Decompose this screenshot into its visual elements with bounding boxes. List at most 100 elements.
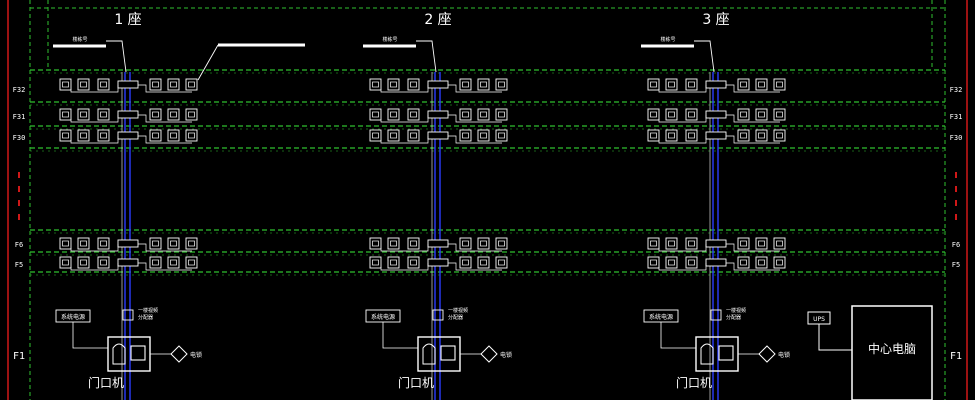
floor-wire-left — [70, 85, 119, 93]
indoor-unit-icon — [407, 256, 420, 269]
indoor-unit-screen — [100, 81, 107, 88]
floor-wire-right — [726, 84, 780, 93]
indoor-unit-icon — [167, 237, 180, 250]
indoor-unit-frame — [369, 256, 382, 269]
indoor-unit-icon — [387, 78, 400, 91]
power-wire — [382, 322, 418, 349]
indoor-unit-frame — [737, 237, 750, 250]
indoor-unit-frame — [185, 256, 198, 269]
floor-label-f5: F5 — [15, 261, 23, 269]
indoor-unit-screen — [740, 240, 747, 247]
floor-wire-left — [380, 85, 429, 93]
floor-wire-right — [726, 114, 780, 123]
indoor-unit-screen — [758, 259, 765, 266]
floor-row — [369, 256, 508, 271]
floor-wire-right — [138, 135, 192, 144]
lock-label: 电锁 — [778, 351, 790, 359]
indoor-unit-frame — [369, 108, 382, 121]
indoor-unit-icon — [737, 237, 750, 250]
indoor-unit-screen — [776, 240, 783, 247]
indoor-unit-icon — [59, 256, 72, 269]
indoor-unit-frame — [149, 78, 162, 91]
indoor-unit-icon — [755, 256, 768, 269]
indoor-unit-screen — [758, 240, 765, 247]
indoor-unit-icon — [685, 129, 698, 142]
floor-lines — [30, 69, 945, 276]
indoor-unit-frame — [477, 237, 490, 250]
floor-row — [369, 78, 508, 93]
indoor-unit-screen — [80, 81, 87, 88]
floor-wire-left — [70, 263, 119, 271]
indoor-unit-frame — [495, 237, 508, 250]
indoor-unit-icon — [647, 256, 660, 269]
indoor-unit-frame — [773, 108, 786, 121]
indoor-unit-icon — [369, 108, 382, 121]
indoor-unit-screen — [372, 259, 379, 266]
indoor-unit-screen — [462, 132, 469, 139]
indoor-unit-frame — [755, 129, 768, 142]
indoor-unit-frame — [167, 237, 180, 250]
indoor-unit-screen — [740, 132, 747, 139]
indoor-unit-icon — [459, 256, 472, 269]
indoor-unit-frame — [459, 237, 472, 250]
indoor-unit-frame — [477, 129, 490, 142]
indoor-unit-screen — [498, 240, 505, 247]
indoor-unit-icon — [407, 129, 420, 142]
indoor-unit-frame — [387, 256, 400, 269]
indoor-unit-screen — [776, 132, 783, 139]
tower-title: 2 座 — [424, 12, 451, 28]
indoor-unit-screen — [650, 259, 657, 266]
indoor-unit-frame — [459, 129, 472, 142]
indoor-unit-icon — [495, 129, 508, 142]
floor-row — [369, 108, 508, 123]
indoor-unit-screen — [688, 259, 695, 266]
indoor-unit-icon — [685, 256, 698, 269]
indoor-unit-screen — [688, 81, 695, 88]
floor-wire-left — [658, 85, 707, 93]
indoor-unit-frame — [665, 129, 678, 142]
indoor-unit-frame — [665, 237, 678, 250]
indoor-unit-screen — [410, 240, 417, 247]
indoor-unit-frame — [459, 108, 472, 121]
tower-tag-leader — [106, 40, 127, 73]
indoor-unit-screen — [100, 111, 107, 118]
indoor-unit-icon — [185, 256, 198, 269]
floor-distributor — [117, 80, 139, 89]
floor-wire-left — [70, 136, 119, 144]
indoor-unit-frame — [185, 108, 198, 121]
door-unit-box — [107, 336, 151, 372]
floor-wire-right — [448, 135, 502, 144]
indoor-unit-icon — [185, 237, 198, 250]
floor-distributor — [427, 239, 449, 248]
indoor-unit-screen — [480, 240, 487, 247]
power-wire — [660, 322, 696, 349]
indoor-unit-icon — [773, 129, 786, 142]
indoor-unit-screen — [188, 240, 195, 247]
indoor-unit-frame — [773, 256, 786, 269]
floor-label-f6: F6 — [952, 241, 960, 249]
indoor-unit-screen — [188, 81, 195, 88]
lock-icon — [170, 345, 188, 363]
indoor-unit-icon — [149, 78, 162, 91]
indoor-unit-frame — [459, 78, 472, 91]
indoor-unit-frame — [149, 129, 162, 142]
door-unit-box — [417, 336, 461, 372]
indoor-unit-frame — [755, 256, 768, 269]
indoor-unit-icon — [755, 237, 768, 250]
indoor-unit-frame — [665, 108, 678, 121]
indoor-unit-frame — [149, 108, 162, 121]
indoor-unit-icon — [477, 108, 490, 121]
indoor-unit-screen — [62, 240, 69, 247]
floor-distributor — [117, 258, 139, 267]
floor-distributor — [705, 239, 727, 248]
indoor-unit-frame — [59, 108, 72, 121]
floor-wire-right — [448, 114, 502, 123]
indoor-unit-icon — [77, 129, 90, 142]
indoor-unit-screen — [152, 132, 159, 139]
indoor-unit-icon — [407, 78, 420, 91]
system-power-label: 系统电源 — [371, 313, 395, 321]
indoor-unit-icon — [59, 237, 72, 250]
indoor-unit-screen — [62, 259, 69, 266]
